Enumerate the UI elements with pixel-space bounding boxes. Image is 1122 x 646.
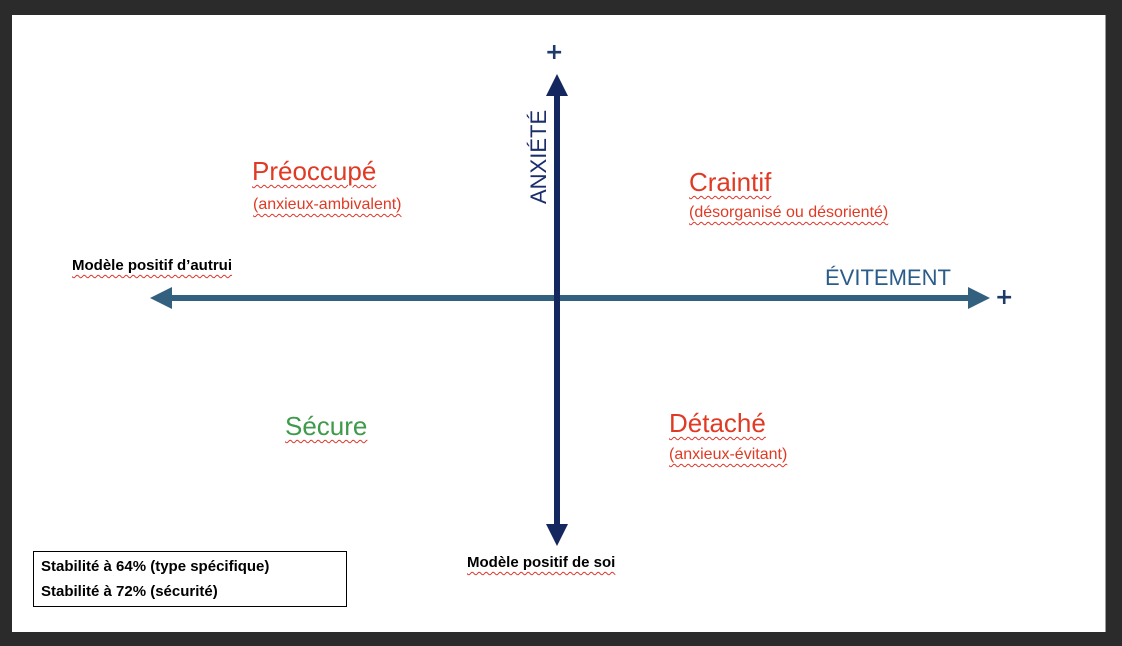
anxiete-axis-label: ANXIÉTÉ: [526, 109, 551, 204]
quadrant-preoccupe-subtitle: (anxieux-ambivalent): [253, 196, 402, 213]
horizontal-axis-arrow-left: [150, 287, 172, 309]
stability-line-2: Stabilité à 72% (sécurité): [41, 583, 218, 600]
quadrant-craintif-subtitle: (désorganisé ou désorienté): [689, 204, 889, 221]
horizontal-axis-arrow-right: [968, 287, 990, 309]
plus-right-label: +: [995, 285, 1014, 310]
plus-top-label: +: [545, 40, 564, 65]
slide-edge: [1105, 15, 1106, 632]
stability-line-1: Stabilité à 64% (type spécifique): [41, 558, 270, 575]
bottom-axis-label: Modèle positif de soi: [467, 554, 616, 571]
evitement-axis-label: ÉVITEMENT: [825, 265, 951, 290]
stability-box: Stabilité à 64% (type spécifique) Stabil…: [33, 551, 347, 607]
quadrant-preoccupe-title: Préoccupé: [252, 156, 377, 186]
quadrant-detache-subtitle: (anxieux-évitant): [669, 446, 788, 463]
quadrant-detache-title: Détaché: [669, 408, 766, 438]
left-axis-label: Modèle positif d’autrui: [72, 257, 232, 274]
quadrant-secure-title: Sécure: [285, 411, 368, 441]
vertical-axis-arrow-top: [546, 74, 568, 96]
vertical-axis-arrow-bottom: [546, 524, 568, 546]
quadrant-craintif-title: Craintif: [689, 167, 772, 197]
